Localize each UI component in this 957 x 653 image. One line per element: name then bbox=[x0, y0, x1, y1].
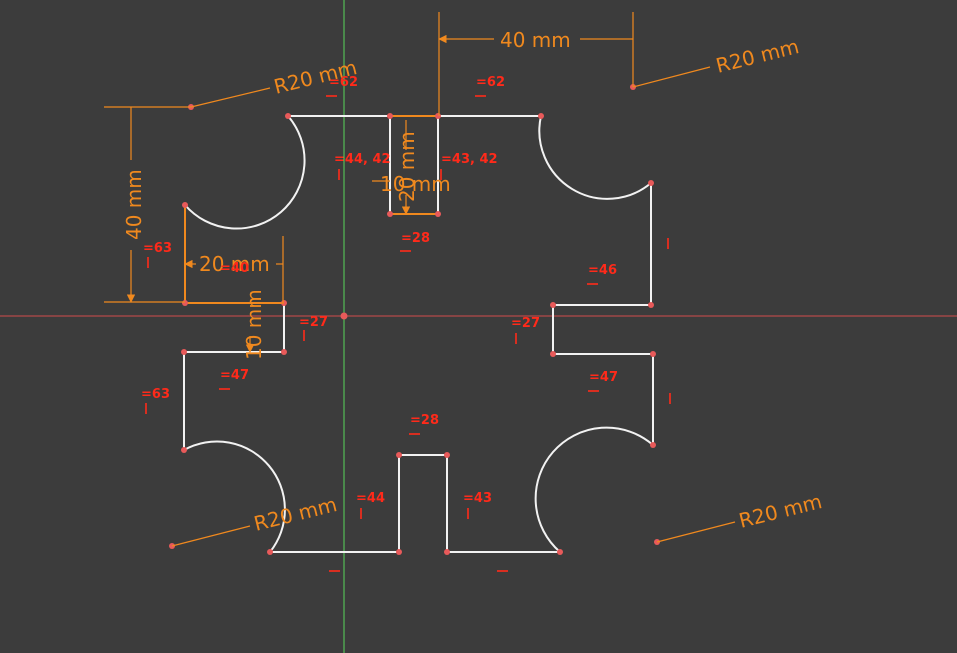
constraint-47-left[interactable]: =47 bbox=[220, 368, 249, 383]
constraint-28-top[interactable]: =28 bbox=[401, 231, 430, 246]
constraint-labels: =62 =62 =44, 42 =43, 42 =28 =63 =40 =46 … bbox=[141, 75, 618, 506]
dimension-radius-bottom-right[interactable] bbox=[656, 521, 736, 543]
dimension-left-slot-width[interactable] bbox=[184, 236, 284, 303]
constraint-markers[interactable] bbox=[145, 95, 671, 572]
constraint-44[interactable]: =44 bbox=[356, 491, 385, 506]
constraint-62-left[interactable]: =62 bbox=[329, 75, 358, 90]
constraint-46[interactable]: =46 bbox=[588, 263, 617, 278]
constraint-27-left[interactable]: =27 bbox=[299, 315, 328, 330]
dimension-radius-bottom-left[interactable] bbox=[171, 525, 251, 547]
dimension-radius-top-right[interactable] bbox=[632, 66, 711, 88]
dimension-left-slot-width-label[interactable]: 20 mm bbox=[199, 252, 270, 276]
constraint-63-bottom[interactable]: =63 bbox=[141, 387, 170, 402]
dimension-radius-top-left[interactable] bbox=[190, 87, 271, 108]
sketch-profile[interactable] bbox=[183, 115, 654, 553]
constraint-44-42[interactable]: =44, 42 bbox=[334, 152, 391, 167]
origin-point[interactable] bbox=[340, 312, 348, 320]
constraint-27-right[interactable]: =27 bbox=[511, 316, 540, 331]
dimension-left-slot-height[interactable] bbox=[224, 302, 284, 353]
dimension-top-width-label[interactable]: 40 mm bbox=[500, 28, 571, 52]
dimension-top-width[interactable] bbox=[438, 12, 634, 116]
dimension-left-slot-height-label[interactable]: 10 mm bbox=[242, 289, 266, 360]
constraint-28-bottom[interactable]: =28 bbox=[410, 413, 439, 428]
dimension-left-height[interactable] bbox=[104, 106, 191, 303]
dimension-left-height-label[interactable]: 40 mm bbox=[122, 169, 146, 240]
constraint-62-right[interactable]: =62 bbox=[476, 75, 505, 90]
constraint-47-right[interactable]: =47 bbox=[589, 370, 618, 385]
constraint-43-42[interactable]: =43, 42 bbox=[441, 152, 498, 167]
dimension-slot-height-label[interactable]: 20 mm bbox=[395, 131, 419, 202]
constraint-40[interactable]: =40 bbox=[220, 261, 249, 276]
constraint-43[interactable]: =43 bbox=[463, 491, 492, 506]
dimension-slot-width-label[interactable]: 10 mm bbox=[380, 172, 451, 196]
constraint-63-top[interactable]: =63 bbox=[143, 241, 172, 256]
